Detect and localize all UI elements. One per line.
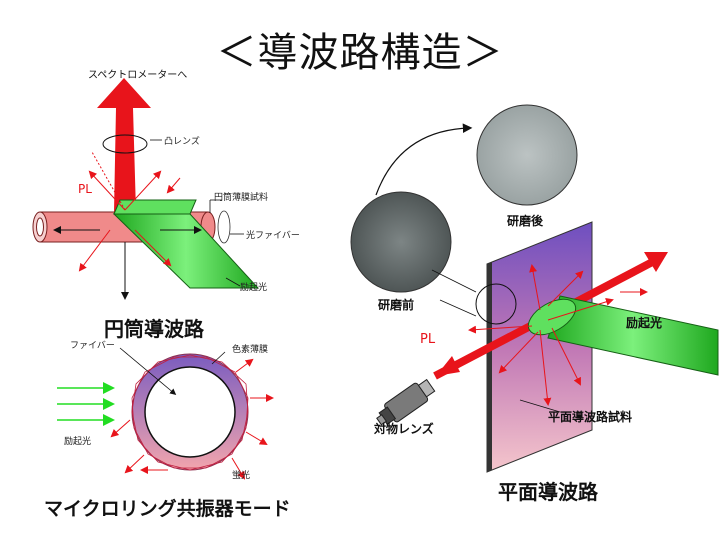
ring-fiber-label: ファイバー <box>70 341 115 351</box>
ring-fiber <box>144 366 236 458</box>
page-title: ＜導波路構造＞ <box>216 30 504 76</box>
after-polish-image <box>476 104 578 206</box>
convex-lens <box>102 134 148 154</box>
planar-sample-label: 平面導波路試料 <box>548 410 633 424</box>
pl-output-arrow <box>97 78 151 212</box>
ring-heading: マイクロリング共振器モード <box>44 498 291 520</box>
objective-lens-label: 対物レンズ <box>374 422 434 436</box>
sample-plane <box>486 221 593 473</box>
before-polish-label: 研磨前 <box>378 298 415 312</box>
planar-diagram <box>350 104 719 473</box>
to-spectrometer-label: スペクトロメーターへ <box>88 70 188 81</box>
thin-film-label: 円筒薄膜試料 <box>214 193 269 203</box>
after-polish-label: 研磨後 <box>507 214 544 228</box>
convex-lens-label: 凸レンズ <box>164 137 200 147</box>
before-polish-image <box>350 191 452 293</box>
cylinder-heading: 円筒導波路 <box>104 317 204 341</box>
planar-excitation-label: 励起光 <box>626 316 663 330</box>
objective-lens <box>376 378 436 426</box>
fluorescence-label: 蛍光 <box>232 471 251 481</box>
ring-diagram <box>57 347 274 480</box>
cylinder-excitation-label: 励起光 <box>240 283 268 293</box>
dye-film-label: 色素薄膜 <box>232 345 269 355</box>
planar-pl-label: PL <box>420 332 436 347</box>
planar-heading: 平面導波路 <box>498 480 598 504</box>
excitation-beam <box>112 213 260 289</box>
ring-excitation-label: 励起光 <box>64 437 92 447</box>
cylinder-diagram <box>32 78 260 300</box>
optical-fiber-label: 光ファイバー <box>246 231 300 241</box>
cylinder-pl-label: PL <box>78 182 92 196</box>
